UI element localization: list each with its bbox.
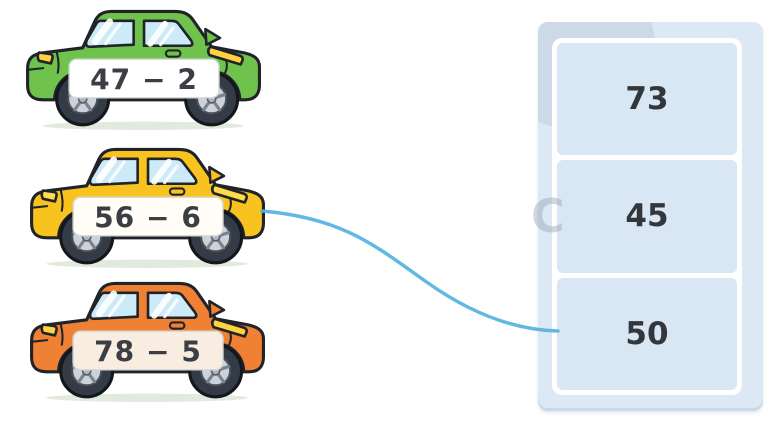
expression-plate-text: 78 − 5 bbox=[94, 335, 202, 368]
expression-plate-text: 56 − 6 bbox=[94, 201, 202, 234]
answer-cell-73[interactable]: 73 bbox=[557, 43, 737, 156]
connection-line bbox=[260, 209, 560, 333]
answer-cell-50[interactable]: 50 bbox=[557, 277, 737, 390]
car-orange[interactable]: 78 − 5 bbox=[22, 272, 272, 403]
answer-cell-45[interactable]: 45 bbox=[557, 160, 737, 273]
car-illustration: 78 − 5 bbox=[22, 272, 272, 403]
expression-plate-text: 47 − 2 bbox=[90, 63, 198, 96]
answers-panel: 73 45 50 bbox=[538, 22, 763, 411]
car-green[interactable]: 47 − 2 bbox=[18, 0, 268, 131]
car-illustration: 47 − 2 bbox=[18, 0, 268, 131]
answer-box: 73 45 50 bbox=[552, 38, 742, 395]
car-illustration: 56 − 6 bbox=[22, 138, 272, 269]
car-yellow[interactable]: 56 − 6 bbox=[22, 138, 272, 269]
